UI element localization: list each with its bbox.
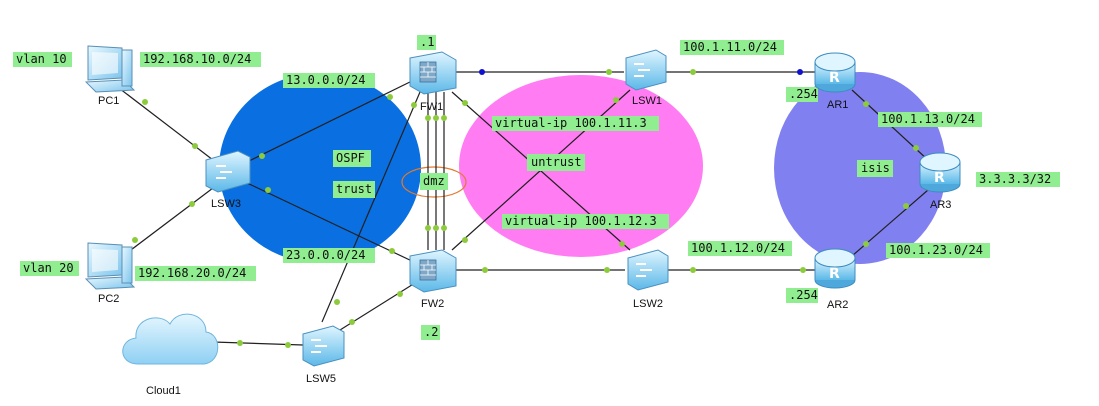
pc-icon [84,45,136,93]
switch-icon [627,249,669,291]
svg-text:OSPF: OSPF [336,151,365,165]
label-net-11: 100.1.11.0/24 [680,40,784,55]
lsw2-device[interactable]: LSW2 [627,249,669,310]
link-lsw3-fw1 [244,79,415,164]
pc2-label: PC2 [98,293,119,305]
trust-zone [219,73,421,263]
router-icon: R [919,152,961,193]
label-fw2-addr: .2 [421,325,440,340]
svg-text:vlan 10: vlan 10 [16,52,67,66]
svg-text:3.3.3.3/32: 3.3.3.3/32 [979,172,1051,186]
cloud-icon [122,313,219,365]
svg-text:virtual-ip 100.1.11.3: virtual-ip 100.1.11.3 [495,116,647,130]
zone-untrust-label: untrust [527,154,585,171]
ar1-device[interactable]: R AR1 [814,52,856,111]
svg-text:virtual-ip 100.1.12.3: virtual-ip 100.1.12.3 [505,214,657,228]
svg-text:100.1.11.0/24: 100.1.11.0/24 [683,40,777,54]
ar2-device[interactable]: R AR2 [814,248,856,311]
svg-text:13.0.0.0/24: 13.0.0.0/24 [286,73,365,87]
zone-dmz-label: dmz [420,173,448,190]
ar2-label: AR2 [827,299,848,311]
ar3-device[interactable]: R AR3 [919,152,961,211]
link-lsw3-fw2 [244,181,415,263]
label-net-pc1: 192.168.10.0/24 [140,52,261,67]
net-labels: vlan 10 192.168.10.0/24 vlan 20 192.168.… [13,35,1060,340]
switch-icon [625,49,667,91]
svg-text:.2: .2 [424,325,438,339]
lsw1-label: LSW1 [632,95,662,107]
label-net-123: 100.1.23.0/24 [886,243,990,258]
label-vlan20: vlan 20 [20,261,79,276]
svg-text:untrust: untrust [531,155,582,169]
svg-text:R: R [829,266,840,282]
svg-text:100.1.23.0/24: 100.1.23.0/24 [889,243,983,257]
svg-text:R: R [934,170,945,186]
lsw3-label: LSW3 [211,198,241,210]
zone-ospf-label: OSPF [333,150,371,167]
ar3-label: AR3 [930,199,951,211]
svg-text:R: R [829,70,840,86]
label-vlan10: vlan 10 [13,52,72,67]
pc1-label: PC1 [98,95,119,107]
zone-isis-label: isis [857,160,893,177]
svg-text:100.1.12.0/24: 100.1.12.0/24 [691,241,785,255]
label-ar1-addr: .254 [786,87,818,102]
pc1-device[interactable]: PC1 [84,45,136,107]
svg-text:23.0.0.0/24: 23.0.0.0/24 [286,248,365,262]
lsw2-label: LSW2 [633,298,663,310]
label-net-113: 100.1.13.0/24 [878,112,982,127]
router-icon: R [814,248,856,289]
label-net-pc2: 192.168.20.0/24 [135,266,256,281]
link-fw1-lsw5 [321,91,421,323]
endpoint-ar1-blue [797,69,803,75]
firewall-icon [409,51,457,95]
router-icon: R [814,52,856,93]
fw2-device[interactable]: FW2 [409,249,457,310]
label-vip2: virtual-ip 100.1.12.3 [502,214,669,229]
lsw3-device[interactable]: LSW3 [205,150,251,210]
firewall-icon [409,249,457,293]
label-net-13: 13.0.0.0/24 [283,73,375,88]
svg-text:100.1.13.0/24: 100.1.13.0/24 [881,112,975,126]
label-vip1: virtual-ip 100.1.11.3 [492,116,659,131]
switch-icon [205,150,251,193]
fw1-device[interactable]: FW1 [409,51,457,113]
dmz-zone [401,166,467,198]
pc2-device[interactable]: PC2 [84,242,136,305]
lsw5-label: LSW5 [306,373,336,385]
lsw1-device[interactable]: LSW1 [625,49,667,107]
ar1-label: AR1 [827,99,848,111]
pc-icon [84,242,136,290]
svg-text:192.168.10.0/24: 192.168.10.0/24 [143,52,251,66]
label-fw1-addr: .1 [417,35,436,50]
svg-text:.254: .254 [789,87,818,101]
svg-text:trust: trust [336,182,372,196]
label-ar3-loopback: 3.3.3.3/32 [976,172,1060,187]
svg-text:dmz: dmz [423,174,445,188]
label-net-12: 100.1.12.0/24 [688,241,792,256]
svg-text:.1: .1 [420,35,434,49]
fw1-label: FW1 [420,101,443,113]
cloud1-label: Cloud1 [146,385,181,397]
svg-text:vlan 20: vlan 20 [23,261,74,275]
switch-icon [302,325,345,367]
link-endpoints [132,69,919,348]
fw2-label: FW2 [421,298,444,310]
cloud1-device[interactable]: Cloud1 [122,313,219,397]
label-net-23: 23.0.0.0/24 [283,248,375,263]
lsw5-device[interactable]: LSW5 [302,325,345,385]
zone-trust-label: trust [333,181,375,198]
svg-text:.254: .254 [789,288,818,302]
svg-text:192.168.20.0/24: 192.168.20.0/24 [138,266,246,280]
link-pc1-lsw3 [114,84,214,161]
label-ar2-addr: .254 [786,288,818,303]
endpoint-fw1-blue [479,69,485,75]
svg-text:isis: isis [861,161,890,175]
